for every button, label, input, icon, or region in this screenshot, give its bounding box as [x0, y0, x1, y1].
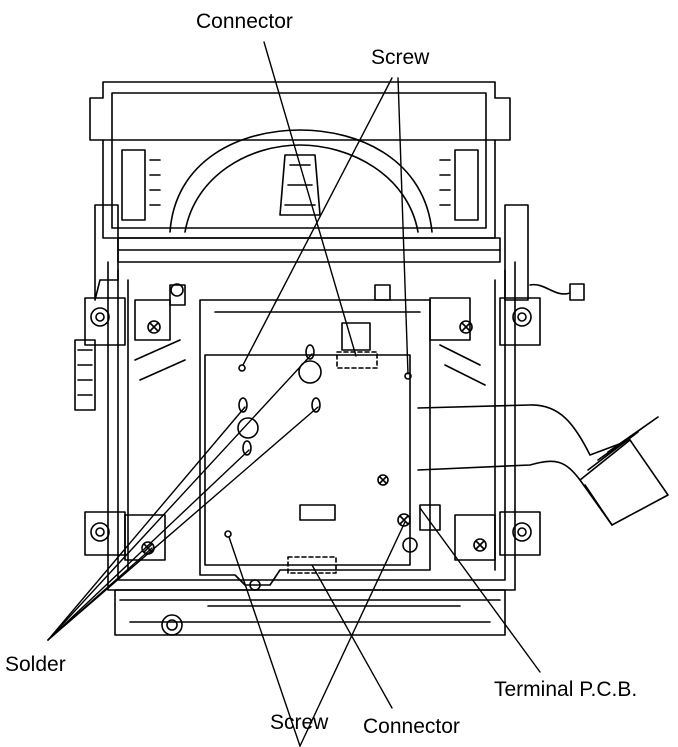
disc-dome [170, 130, 432, 232]
screw-holes [225, 365, 411, 537]
bottom-rail [115, 590, 505, 635]
front-bar [118, 238, 500, 262]
wire-connector [530, 284, 584, 300]
label-terminal-pcb: Terminal P.C.B. [494, 678, 638, 701]
screw-symbols [142, 321, 486, 554]
solder-pads [239, 345, 320, 455]
pcb-plate [170, 284, 440, 590]
connector-boxes [288, 352, 377, 573]
label-connector-top: Connector [196, 10, 293, 33]
label-solder: Solder [5, 653, 66, 676]
label-screw-bottom: Screw [270, 711, 329, 734]
corner-brackets [85, 298, 540, 560]
flex-cable [418, 405, 668, 525]
leader-lines [48, 42, 540, 746]
label-screw-top: Screw [371, 46, 430, 69]
label-connector-bottom: Connector [363, 715, 460, 738]
